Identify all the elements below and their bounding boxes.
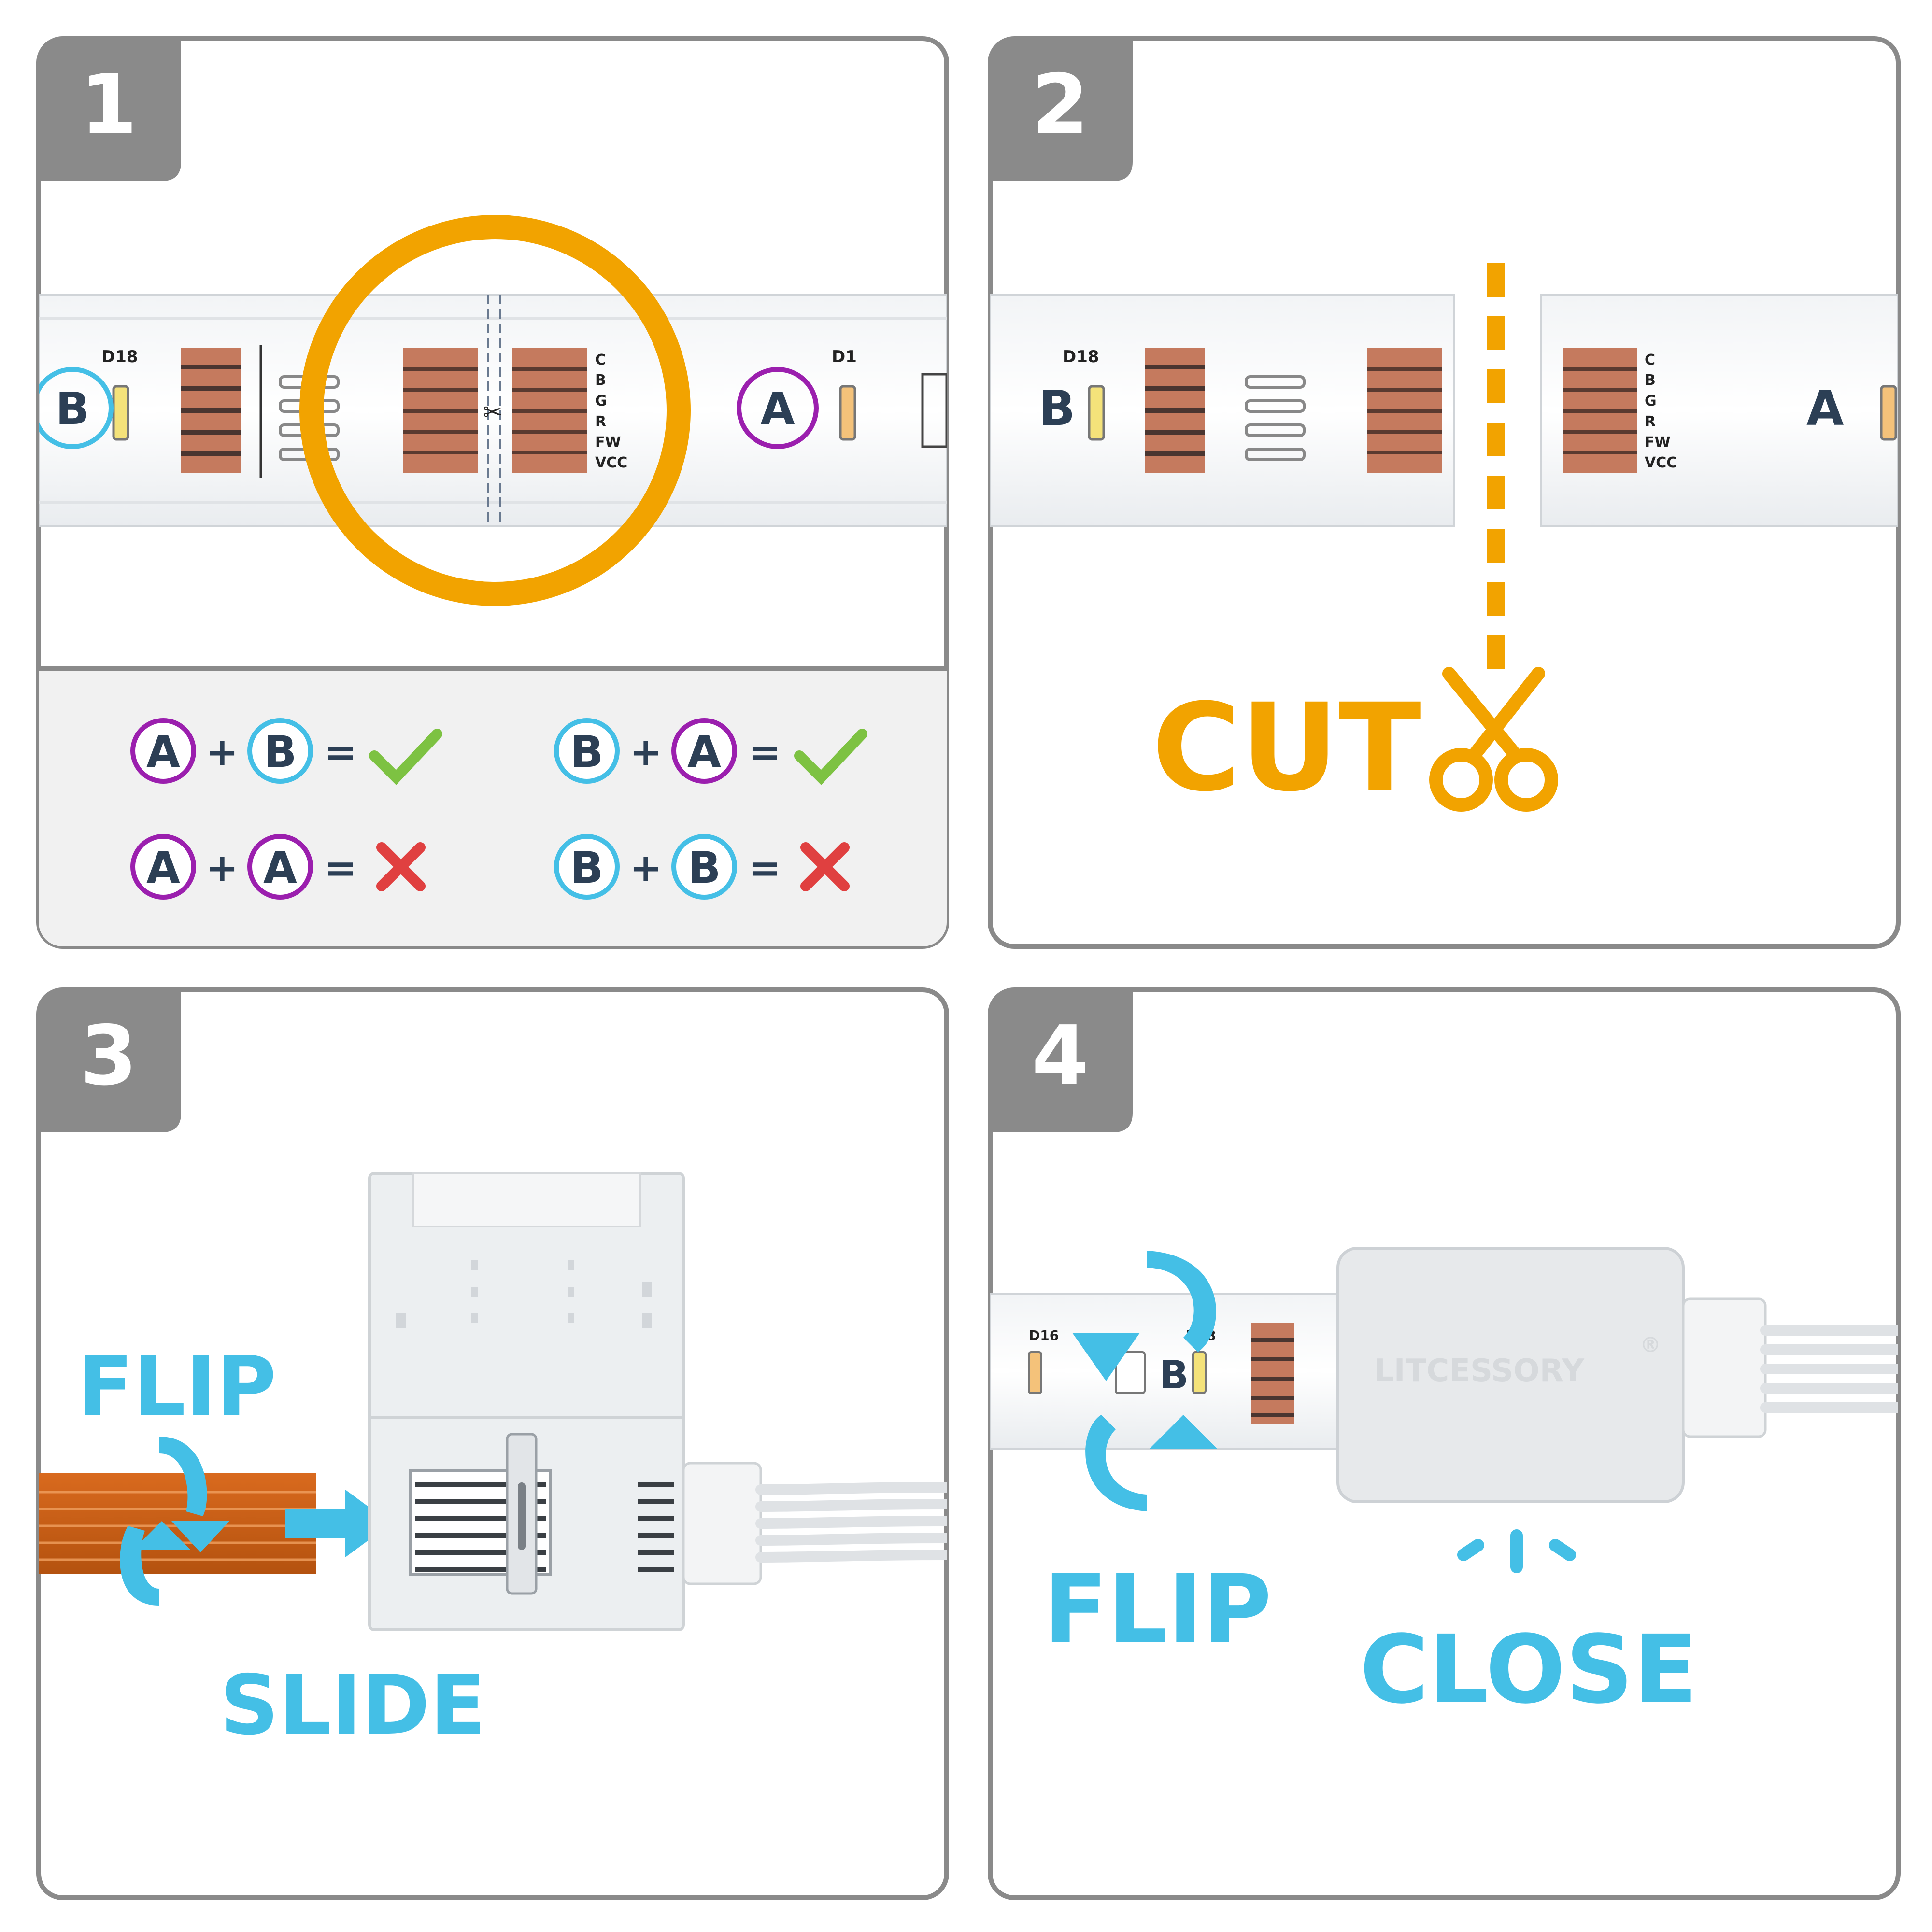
svg-text:+: + [206, 730, 238, 775]
svg-text:C: C [595, 352, 606, 368]
close-label: CLOSE [1360, 1615, 1698, 1724]
closed-connector: LITCESSORY ® [1336, 1247, 1898, 1503]
svg-text:R: R [595, 413, 606, 430]
svg-text:=: = [324, 730, 356, 775]
flip-label-3: FLIP [77, 1339, 276, 1435]
copper-pads-left [181, 348, 242, 473]
svg-text:G: G [1645, 393, 1657, 409]
svg-text:G: G [595, 393, 607, 409]
invalid-cross-icon [800, 842, 850, 891]
svg-text:B: B [264, 727, 297, 777]
svg-text:A: A [146, 843, 180, 893]
scissors-mark: ✂ [483, 399, 502, 426]
strip-connector [368, 1172, 685, 1631]
marker-b: B [39, 367, 114, 449]
svg-text:+: + [206, 846, 238, 890]
rule-a-plus-b: A + B = [130, 718, 442, 785]
step-number-4: 4 [1032, 1008, 1089, 1104]
step-number-1: 1 [80, 57, 137, 153]
step-tab-1 [39, 39, 181, 181]
step-number-2: 2 [1032, 57, 1089, 153]
cut-pads: ✂ [403, 295, 587, 526]
rules-background [39, 669, 947, 946]
registered-mark: ® [1640, 1333, 1661, 1357]
led-b [112, 385, 129, 441]
svg-text:FW: FW [595, 434, 621, 451]
svg-text:A: A [687, 727, 721, 777]
flip-rotate-icon [1072, 1251, 1217, 1511]
rules-grid: A + B = B + A = [130, 718, 867, 900]
svg-text:+: + [629, 846, 662, 890]
step-tab-4 [990, 990, 1133, 1132]
svg-text:=: = [748, 846, 781, 890]
svg-text:+: + [629, 730, 662, 775]
panel-3: FLIP SLIDE [36, 987, 949, 1900]
svg-text:FW: FW [1645, 434, 1671, 451]
led-label-d1: D1 [832, 347, 857, 367]
svg-text:B: B [570, 843, 604, 893]
slide-label: SLIDE [220, 1658, 486, 1753]
invalid-cross-icon [376, 842, 426, 891]
valid-check-icon [794, 729, 867, 785]
step-tab-3 [39, 990, 181, 1132]
led-strip-1: D18 [39, 215, 947, 606]
svg-text:B: B [688, 843, 721, 893]
scissors-icon [1429, 667, 1558, 812]
svg-text:VCC: VCC [1645, 454, 1677, 471]
led-a [839, 385, 856, 441]
svg-text:B: B [56, 383, 89, 435]
svg-text:B: B [1038, 380, 1075, 437]
flip-label-4: FLIP [1043, 1554, 1272, 1664]
cut-label: CUT [1152, 677, 1421, 818]
svg-text:A: A [263, 843, 297, 893]
panel-2: D18 B [988, 36, 1901, 949]
svg-text:B: B [595, 372, 606, 389]
svg-text:A: A [1806, 380, 1844, 437]
svg-text:=: = [324, 846, 356, 890]
step-number-3: 3 [80, 1008, 137, 1104]
valid-check-icon [369, 729, 442, 785]
led-strip-2-left: D18 B [990, 294, 1455, 527]
pad-labels: C B G R FW VCC [595, 352, 627, 471]
svg-text:B: B [1159, 1353, 1189, 1397]
led-strip-2-right: C B G R FW VCC A [1540, 294, 1898, 527]
brand-logo: LITCESSORY [1374, 1353, 1584, 1389]
cable-plug [682, 1462, 947, 1585]
rule-b-plus-a: B + A = [554, 718, 867, 785]
click-icon [1457, 1529, 1576, 1573]
step-tab-2 [990, 39, 1133, 181]
marker-a: A [737, 367, 819, 449]
flip-rotate-icon [120, 1437, 229, 1606]
panel-4: D16 D18 B FLIP [988, 987, 1901, 1900]
svg-text:R: R [1645, 413, 1656, 430]
svg-text:VCC: VCC [595, 454, 627, 471]
panel-1: D18 [36, 36, 949, 949]
led-label-d18: D18 [101, 347, 138, 367]
svg-text:=: = [748, 730, 781, 775]
svg-text:B: B [1645, 372, 1656, 389]
rule-b-plus-b: B + B = [554, 834, 850, 900]
svg-text:B: B [570, 727, 604, 777]
cut-point-highlight [299, 215, 691, 606]
rule-a-plus-a: A + A = [130, 834, 426, 900]
svg-text:A: A [146, 727, 180, 777]
svg-text:A: A [760, 383, 795, 435]
svg-text:D16: D16 [1029, 1327, 1059, 1343]
svg-text:C: C [1645, 352, 1655, 368]
svg-text:D18: D18 [1063, 347, 1099, 367]
